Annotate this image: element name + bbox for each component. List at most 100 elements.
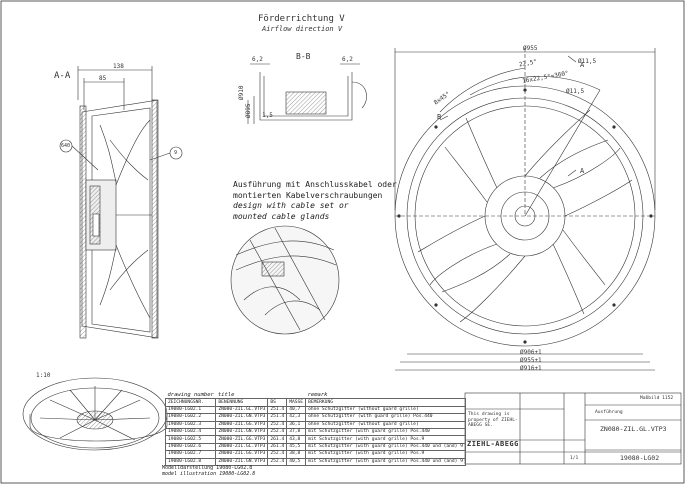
cell: 252.4 bbox=[267, 427, 288, 437]
cell: 19080-LG02.7 bbox=[164, 450, 217, 459]
dim-bottom-3: Ø916±1 bbox=[520, 365, 542, 372]
note-en-2: mounted cable glands bbox=[233, 211, 330, 221]
cell: 261.4 bbox=[267, 435, 288, 444]
dim-bottom-1: Ø906±1 bbox=[520, 349, 542, 356]
dim-aa-inner: 85 bbox=[99, 75, 107, 82]
heading-remark: remark bbox=[307, 392, 328, 399]
marker-b: B bbox=[437, 113, 442, 121]
cell: mit Schutzgitter (with guard grille) Pos… bbox=[305, 442, 466, 452]
model-note-de: Modelldarstellung 19080-LG02.8 bbox=[162, 465, 253, 471]
dim-bottom-2: Ø955±1 bbox=[520, 357, 542, 364]
model-note: Modelldarstellung 19080-LG02.8 model ill… bbox=[162, 465, 255, 477]
bolt-label-2: Ø11,5 bbox=[566, 88, 585, 95]
marker-a-top: A bbox=[580, 61, 585, 69]
iso-scale-label: 1:10 bbox=[36, 372, 51, 379]
cell: 40,5 bbox=[286, 457, 307, 466]
section-aa-label: A-A bbox=[54, 71, 71, 81]
col-header: BS bbox=[267, 398, 288, 407]
cable-note: Ausführung mit Anschlusskabel oder monti… bbox=[233, 180, 397, 222]
heading-drawing-number: drawing number bbox=[167, 392, 214, 399]
cell: 19080-LG02.4 bbox=[164, 427, 217, 437]
cell: 261.4 bbox=[267, 442, 288, 452]
parts-table: drawing number title remark ZEICHNUNGSNR… bbox=[164, 392, 466, 466]
heading-title: title bbox=[217, 392, 235, 399]
fan-blades bbox=[417, 109, 633, 323]
cell: 251.4 bbox=[267, 405, 288, 415]
drawing-number: 19080-LG02 bbox=[620, 454, 660, 462]
cell: ZN080-ZIL.GG.VTP3 bbox=[215, 450, 269, 459]
cell: 19080-LG02.8 bbox=[164, 457, 217, 466]
cell: 42,3 bbox=[286, 413, 307, 422]
doc-type-en: Ausführung bbox=[595, 410, 623, 415]
cell: mit Schutzgitter (with guard grille) Pos… bbox=[305, 450, 466, 459]
cell: 19080-LG02.3 bbox=[164, 420, 217, 429]
note-de-1: Ausführung mit Anschlusskabel oder bbox=[233, 180, 397, 189]
col-header: MASSE bbox=[286, 398, 307, 407]
cell: ohne Schutzgitter (with guard grille) Po… bbox=[305, 413, 466, 422]
dim-bb-v1: Ø910 bbox=[238, 85, 245, 100]
property-note: This drawing is property of ZIEHL-ABEGG … bbox=[468, 412, 518, 428]
cell: 19080-LG02.2 bbox=[164, 413, 217, 422]
cell: 43,8 bbox=[286, 435, 307, 444]
parts-table-columns: ZEICHNUNGSNR. BENENNUNG BS MASSE BEMERKU… bbox=[164, 398, 466, 407]
dim-bb-left: 6,2 bbox=[252, 56, 263, 63]
dim-aa-top: 138 bbox=[113, 63, 124, 70]
company-logo: ZIEHL-ABEGG bbox=[467, 440, 519, 448]
col-header: ZEICHNUNGSNR. bbox=[164, 398, 217, 407]
note-de-2: montierten Kabelverschraubungen bbox=[233, 190, 383, 200]
cell: ZN080-ZIL.GG.VTP3 bbox=[215, 435, 269, 444]
cell: ZN080-ZIL.GL.VTP3 bbox=[215, 442, 269, 452]
airflow-en-label: Airflow direction V bbox=[262, 25, 343, 33]
cell: 19080-LG02.6 bbox=[164, 442, 217, 452]
dim-bb-v2: Ø895 bbox=[245, 103, 252, 118]
title-block bbox=[464, 392, 682, 465]
cell: mit Schutzgitter (with guard grille) Pos… bbox=[305, 427, 466, 437]
cell: ohne Schutzgitter (without guard grille) bbox=[305, 420, 466, 429]
section-bb-label: B-B bbox=[296, 52, 311, 61]
detail-view bbox=[230, 225, 340, 335]
parts-table-heading: drawing number title remark bbox=[166, 392, 466, 399]
section-aa-view bbox=[59, 66, 183, 339]
cell: ZN080-ZIL.GN.VTP3 bbox=[215, 413, 269, 422]
cell: mit Schutzgitter (with guard grille) Pos… bbox=[305, 435, 466, 444]
cell: 36,1 bbox=[286, 420, 307, 429]
marker-a-bottom: A bbox=[580, 167, 585, 175]
front-view bbox=[394, 48, 656, 371]
dim-bb-right: 6,2 bbox=[342, 56, 353, 63]
cell: 252.4 bbox=[267, 450, 288, 459]
airflow-de-label: Förderrichtung V bbox=[258, 14, 345, 24]
cell: ZN080-ZIL.GN.VTP3 bbox=[215, 457, 269, 466]
col-header: BENENNUNG bbox=[215, 398, 269, 407]
callout-640: 640 bbox=[61, 143, 71, 149]
cell: ZN080-ZIL.GN.VTP3 bbox=[215, 427, 269, 437]
cell: 19080-LG02.1 bbox=[164, 405, 217, 415]
callout-9: 9 bbox=[174, 150, 178, 156]
cell: 251.4 bbox=[267, 413, 288, 422]
note-en-1: design with cable set or bbox=[233, 201, 349, 210]
isometric-view bbox=[22, 377, 168, 451]
cell: ohne Schutzgitter (without guard grille) bbox=[305, 405, 466, 415]
cell: 19080-LG02.5 bbox=[164, 435, 217, 444]
cell: 252.4 bbox=[267, 420, 288, 429]
cell: mit Schutzgitter (with guard grille) Pos… bbox=[305, 457, 466, 466]
sheet-number: 1/1 bbox=[570, 456, 579, 461]
cell: ZN080-ZIL.GL.VTP3 bbox=[215, 405, 269, 415]
doc-type-de: Maßbild 1152 bbox=[640, 396, 674, 401]
cell: 37,8 bbox=[286, 427, 307, 437]
model-note-en: model illustration 19080-LG02.8 bbox=[162, 471, 256, 477]
cell: 252.4 bbox=[267, 457, 288, 466]
cell: 40,7 bbox=[286, 405, 307, 415]
dim-bb-bottom: 1,5 bbox=[262, 112, 273, 119]
section-bb-view bbox=[247, 63, 367, 124]
